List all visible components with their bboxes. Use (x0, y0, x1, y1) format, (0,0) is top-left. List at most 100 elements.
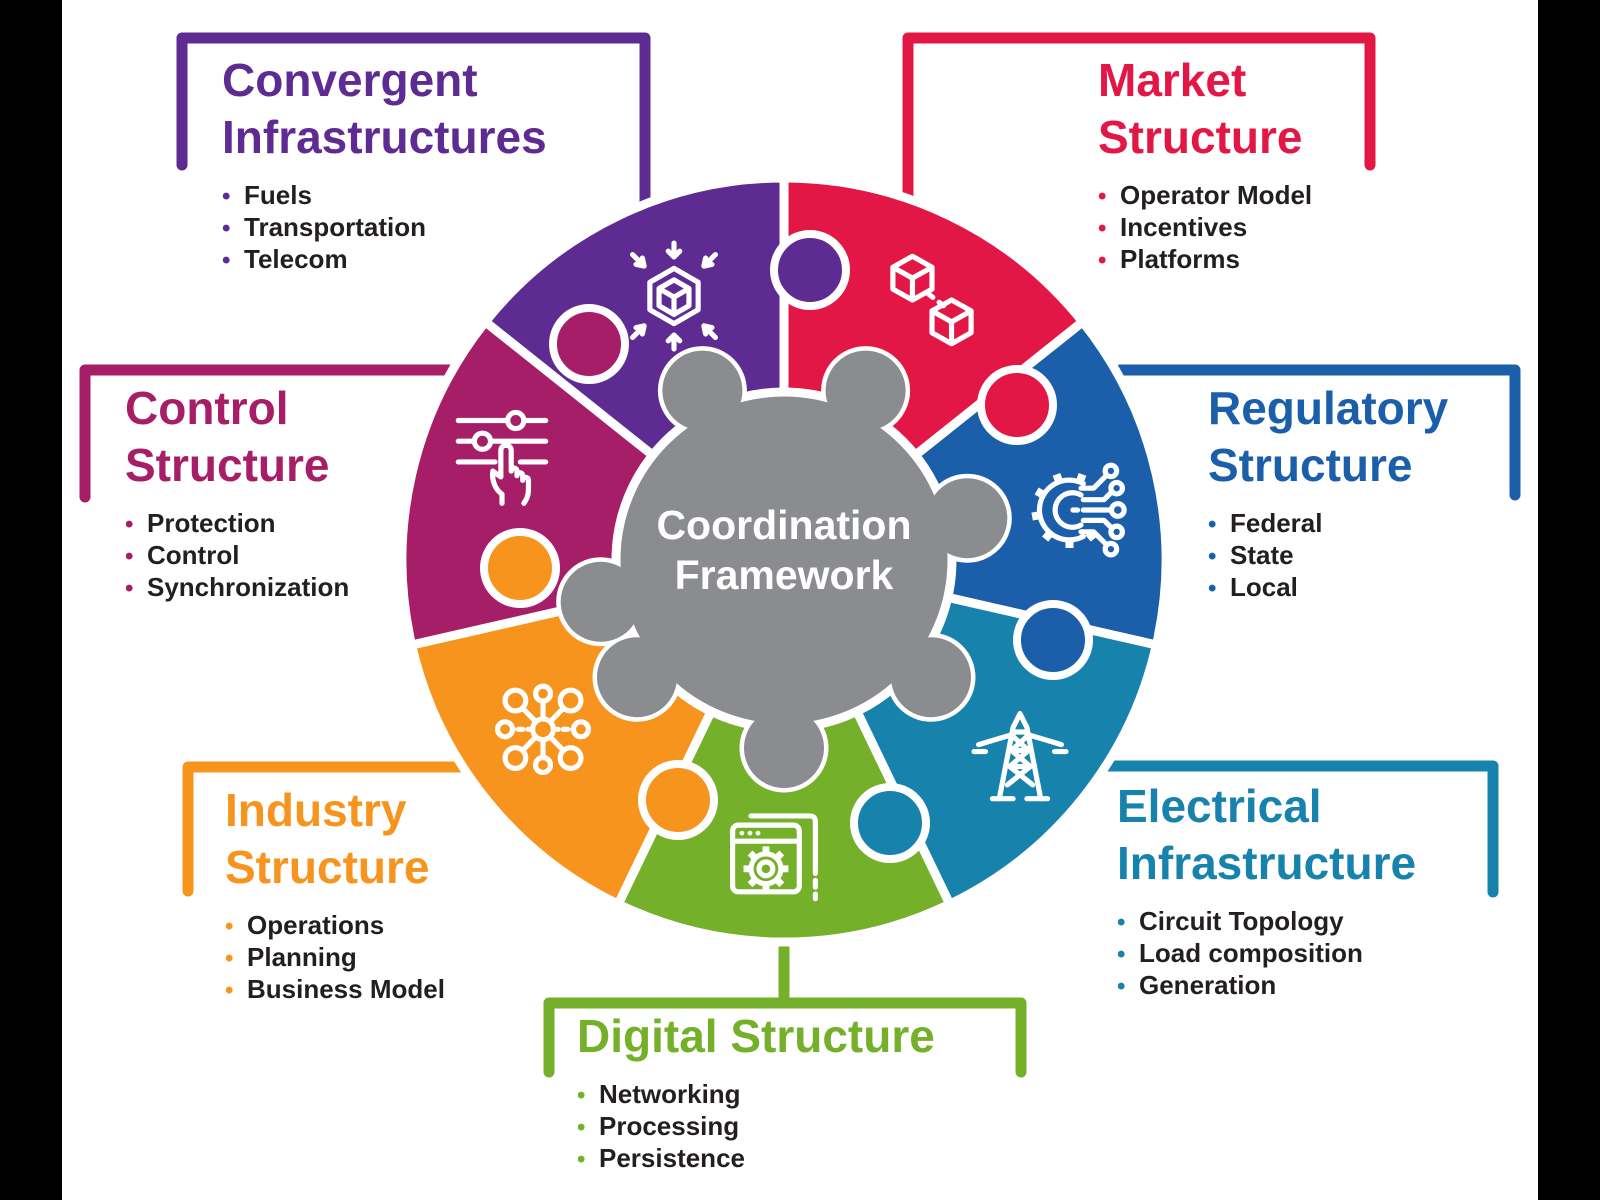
title-line: Control (125, 382, 289, 434)
bullet-list: •Networking •Processing •Persistence (577, 1079, 935, 1175)
bullet-dot: • (1208, 575, 1217, 602)
bullet-list: • Protection • Control • Synchronization (125, 508, 349, 604)
bullet-dot: • (1098, 247, 1107, 274)
bullet-dot: • (225, 945, 234, 972)
list-item: • Load composition (1117, 938, 1416, 970)
title-line: Regulatory (1208, 382, 1449, 434)
list-item: •Generation (1117, 970, 1416, 1002)
list-item: • Platforms (1098, 244, 1312, 276)
coordination-framework-wheel (79, 32, 1521, 1078)
center-title-line1: Coordination (656, 502, 912, 548)
transmission-tower-icon (971, 711, 1069, 802)
bullet-dot: • (1098, 215, 1107, 242)
bullet-list: •Operations •Planning • Business Model (225, 910, 445, 1006)
bullet-dot: • (125, 575, 134, 602)
bullet-dot: • (577, 1114, 586, 1141)
sliders-hand-icon (455, 409, 549, 506)
bullet-dot: • (125, 511, 134, 538)
bullet-dot: • (1208, 511, 1217, 538)
list-item: • Transportation (222, 212, 547, 244)
center-title-line2: Framework (674, 552, 894, 598)
convergence-cube-icon (630, 240, 718, 352)
list-item: • Protection (125, 508, 349, 540)
list-item: • Processing (577, 1111, 935, 1143)
industry-bracket (182, 761, 472, 897)
puzzle-tab (1013, 600, 1093, 680)
diagram-canvas: Coordination Framework Convergent Infras… (62, 0, 1538, 1200)
puzzle-tab (850, 783, 930, 863)
bullet-dot: • (222, 215, 231, 242)
list-item: • Networking (577, 1079, 935, 1111)
section-market-structure: Market Structure •Operator Model •Incent… (1098, 52, 1312, 276)
section-regulatory-structure: Regulatory Structure •Federal •State •Lo… (1208, 380, 1448, 604)
digital-bracket (543, 930, 1027, 1078)
title-line: Market (1098, 54, 1247, 106)
section-control-structure: Control Structure • Protection • Control •… (125, 380, 349, 604)
puzzle-tab (549, 304, 629, 384)
bullet-dot: • (222, 247, 231, 274)
bullet-dot: • (125, 543, 134, 570)
bullet-dot: • (1117, 973, 1126, 1000)
bullet-label: Transportation (244, 212, 427, 242)
bullet-dot: • (225, 977, 234, 1004)
bullet-label: Circuit Topology (1139, 906, 1344, 936)
bullet-label: Local (1230, 572, 1298, 602)
list-item: • Incentives (1098, 212, 1312, 244)
bullet-label: Networking (599, 1079, 741, 1109)
list-item: •Fuels (222, 180, 547, 212)
bullet-dot: • (577, 1082, 586, 1109)
bullet-label: Federal (1230, 508, 1323, 538)
list-item: •Operations (225, 910, 445, 942)
bullet-label: Fuels (244, 180, 312, 210)
section-title: Industry Structure (225, 782, 445, 896)
list-item: •State (1208, 540, 1448, 572)
list-item: • Telecom (222, 244, 547, 276)
bullet-label: Synchronization (147, 572, 350, 602)
bullet-label: Platforms (1120, 244, 1240, 274)
puzzle-tab (480, 528, 560, 608)
bullet-dot: • (1098, 183, 1107, 210)
bullet-label: Business Model (247, 974, 445, 1004)
title-line: Convergent (222, 54, 478, 106)
bullet-dot: • (577, 1146, 586, 1173)
bullet-label: Load composition (1139, 938, 1363, 968)
puzzle-tab (977, 365, 1057, 445)
list-item: •Planning (225, 942, 445, 974)
section-electrical-infrastructure: Electrical Infrastructure •Circuit Topol… (1117, 778, 1416, 1002)
regulatory-bracket (1114, 364, 1521, 501)
section-industry-structure: Industry Structure •Operations •Planning… (225, 782, 445, 1006)
puzzle-tabs (480, 230, 1093, 863)
list-item: • Synchronization (125, 572, 349, 604)
list-item: • Operator Model (1098, 180, 1312, 212)
title-line: Electrical (1117, 780, 1322, 832)
convergent-bracket (176, 32, 651, 221)
bullet-label: Operator Model (1120, 180, 1313, 210)
bullet-label: Incentives (1120, 212, 1248, 242)
bullet-dot: • (225, 913, 234, 940)
bullet-list: • Federal •State • Local (1208, 508, 1448, 604)
label-brackets (79, 32, 1521, 1078)
puzzle-tab (770, 230, 850, 310)
bullet-label: Processing (599, 1111, 740, 1141)
title-line: Infrastructure (1117, 837, 1417, 889)
bullet-dot: • (1117, 941, 1126, 968)
title-line: Infrastructures (222, 111, 547, 163)
list-item: • Business Model (225, 974, 445, 1006)
section-title: Control Structure (125, 380, 349, 494)
section-title: Digital Structure (577, 1008, 935, 1065)
bullet-dot: • (1208, 543, 1217, 570)
title-line: Structure (125, 439, 330, 491)
bullet-label: Telecom (244, 244, 348, 274)
section-convergent-infrastructures: Convergent Infrastructures •Fuels •Trans… (222, 52, 547, 276)
title-line: Industry (225, 784, 407, 836)
list-item: •Circuit Topology (1117, 906, 1416, 938)
list-item: • Federal (1208, 508, 1448, 540)
bullet-list: •Fuels • Transportation • Telecom (222, 180, 547, 276)
linked-cubes-icon (890, 253, 974, 347)
browser-gear-icon (730, 813, 818, 902)
section-title: Convergent Infrastructures (222, 52, 547, 166)
electrical-bracket (1102, 760, 1499, 898)
bullet-label: Control (147, 540, 240, 570)
bullet-label: Protection (147, 508, 276, 538)
hub-network-icon (494, 683, 592, 776)
